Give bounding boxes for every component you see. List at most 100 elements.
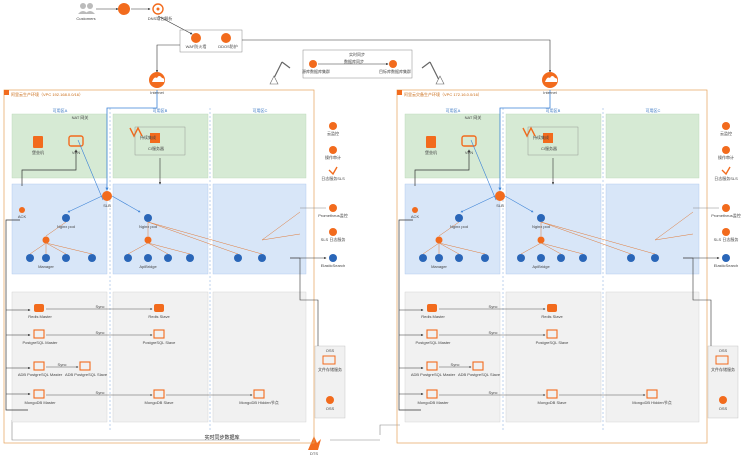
side-label-1: 操作审计 <box>718 155 734 160</box>
oss-icon <box>326 396 334 404</box>
zone-c-label: 可用区C <box>645 108 661 113</box>
mongo-slave-icon <box>546 389 558 399</box>
nat-label: NAT 网关 <box>464 115 482 120</box>
ci-server-icon <box>150 133 160 143</box>
zone-c-label: 可用区C <box>252 108 268 113</box>
center-sync-label: 数据库同步 <box>344 59 364 64</box>
customers-icon <box>78 3 95 14</box>
mongo-hidden-label: MongoDB Hidden节点 <box>632 400 672 405</box>
pg-master-label: PostgreSQL Master <box>22 340 58 345</box>
ddos-icon <box>221 33 231 43</box>
zone-a-label: 可用区A <box>52 108 68 113</box>
nginx-pod-b-icon <box>144 214 152 222</box>
prometheus-icon <box>329 204 337 212</box>
manager-label: Manager <box>431 264 447 269</box>
region-title: 阿里云生产环境（VPC 192.168.0.0/16） <box>11 92 84 97</box>
side-label-3: Prometheus监控 <box>318 213 348 218</box>
pg-master-label: PostgreSQL Master <box>415 340 451 345</box>
pg-master-icon <box>426 329 438 339</box>
sync-label-adb: Sync <box>450 362 460 367</box>
pg-slave-icon <box>153 329 165 339</box>
redis-slave-label: Redis Slave <box>541 314 563 319</box>
sync-label-redis: Sync <box>95 304 105 309</box>
manager-cluster-icon <box>435 236 443 244</box>
internet-label: Internet <box>150 90 164 95</box>
sync-label-pg: Sync <box>488 330 498 335</box>
side-label-0: 云监控 <box>720 131 732 136</box>
nginx-b-label: Nginx pod <box>531 224 551 229</box>
adb-master-icon <box>33 361 45 371</box>
nginx-pod-b-icon <box>537 214 545 222</box>
oss-name: OSS <box>718 406 728 411</box>
elasticsearch-icon <box>722 254 730 262</box>
security-box <box>179 29 243 53</box>
dts-name: DTS <box>310 451 318 456</box>
side-label-3: Prometheus监控 <box>711 213 741 218</box>
oss-file-icon <box>715 355 729 365</box>
manager-label: Manager <box>38 264 54 269</box>
customers-label: Customers <box>76 16 96 21</box>
cloud-monitor-icon <box>329 122 337 130</box>
cicd-label: 持续集成 <box>140 135 156 140</box>
adb-master-label: ADB PostgreSQL Master <box>410 372 456 377</box>
left-region <box>3 72 346 444</box>
mongo-slave-icon <box>153 389 165 399</box>
side-label-5: ElasticSearch <box>713 263 739 268</box>
slb-label: SLB <box>496 203 504 208</box>
ack-label: ACK <box>410 214 420 219</box>
vpn-icon <box>461 135 477 147</box>
zone-b-label: 可用区B <box>545 108 561 113</box>
ack-label: ACK <box>17 214 27 219</box>
adb-slave-icon <box>79 361 91 371</box>
internet-label: Internet <box>543 90 557 95</box>
redis-master-label: Redis Master <box>421 314 445 319</box>
side-label-2: 日志服务SLS <box>714 176 738 181</box>
oss-title: OSS <box>325 348 335 353</box>
action-trail-icon <box>722 146 730 154</box>
redis-slave-icon <box>547 304 557 312</box>
manager-cluster-icon <box>42 236 50 244</box>
zone-a-label: 可用区A <box>445 108 461 113</box>
sync-label-adb: Sync <box>57 362 67 367</box>
right-db-icon <box>389 60 397 68</box>
nginx-pod-a-icon <box>455 214 463 222</box>
cicd-icon <box>522 126 536 138</box>
cicd-label: 持续集成 <box>533 135 549 140</box>
action-trail-icon <box>329 146 337 154</box>
side-label-4: SLS 日志服务 <box>320 237 346 242</box>
waf-icon <box>191 33 201 43</box>
dts-icon <box>308 436 321 450</box>
oss-item: 文件存储服务 <box>711 367 735 372</box>
bastion-icon <box>33 136 43 148</box>
redis-master-label: Redis Master <box>28 314 52 319</box>
sync-label-redis: Sync <box>488 304 498 309</box>
nginx-pod-a-icon <box>62 214 70 222</box>
slb-icon <box>102 191 112 201</box>
side-label-2: 日志服务SLS <box>321 176 345 181</box>
pg-slave-label: PostgreSQL Slave <box>142 340 176 345</box>
cdn-icon <box>118 3 130 15</box>
oss-title: OSS <box>718 348 728 353</box>
mongo-master-icon <box>426 389 438 399</box>
apibridge-label: ApiBridge <box>139 264 157 269</box>
sls-log-icon <box>329 228 337 236</box>
redis-master-icon <box>34 304 44 312</box>
oss-item: 文件存储服务 <box>318 367 342 372</box>
adb-master-icon <box>426 361 438 371</box>
zone-b-label: 可用区B <box>152 108 168 113</box>
vpn-label: VPN <box>464 150 474 155</box>
region-title: 阿里云灾备生产环境（VPC 172.16.0.0/16） <box>404 92 482 97</box>
sync-label-mongo: Sync <box>95 390 105 395</box>
dts-line-label: 实时同步数据库 <box>204 435 240 441</box>
sync-label-pg: Sync <box>95 330 105 335</box>
side-label-0: 云监控 <box>327 131 339 136</box>
dns-icon <box>152 3 164 15</box>
adb-slave-icon <box>472 361 484 371</box>
pg-master-icon <box>33 329 45 339</box>
sync-label-mongo: Sync <box>488 390 498 395</box>
adb-master-label: ADB PostgreSQL Master <box>17 372 63 377</box>
redis-master-icon <box>427 304 437 312</box>
ci-server-icon <box>543 133 553 143</box>
